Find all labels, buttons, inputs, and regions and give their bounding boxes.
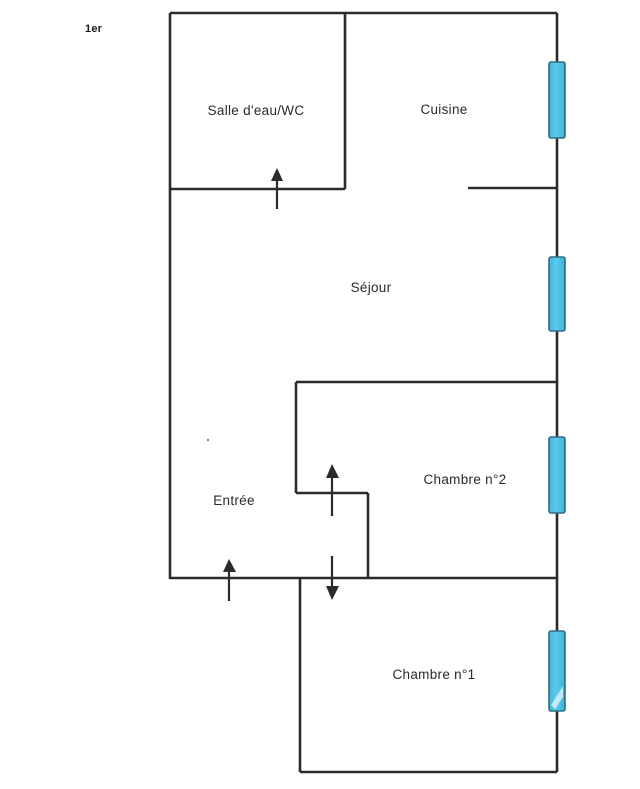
window-chambre-2 (548, 436, 566, 514)
room-label-entree: Entrée (213, 493, 255, 508)
door-entree (223, 559, 236, 601)
room-label-sejour: Séjour (351, 280, 392, 295)
window-cuisine (548, 61, 566, 139)
arrow-head-up-icon (223, 559, 236, 572)
floor-level-label: 1er (85, 23, 103, 35)
outer-walls (168, 11, 559, 774)
room-label-salle-deau-wc: Salle d'eau/WC (208, 103, 305, 118)
interior-walls (170, 13, 557, 578)
arrow-head-up-icon (271, 168, 283, 181)
door-chambre-2 (326, 464, 339, 516)
room-label-cuisine: Cuisine (420, 102, 467, 117)
room-label-chambre-2: Chambre n°2 (424, 472, 507, 487)
window-highlight (551, 686, 563, 709)
room-label-chambre-1: Chambre n°1 (393, 667, 476, 682)
door-arrows (223, 168, 339, 601)
door-salle-deau-wc (271, 168, 283, 209)
windows (548, 61, 566, 712)
room-labels: Salle d'eau/WC Cuisine Séjour Chambre n°… (208, 102, 507, 682)
arrow-head-down-icon (326, 586, 339, 600)
window-sejour (548, 256, 566, 332)
door-chambre-1 (326, 556, 339, 600)
scan-speck (206, 438, 210, 442)
arrow-head-up-icon (326, 464, 339, 478)
